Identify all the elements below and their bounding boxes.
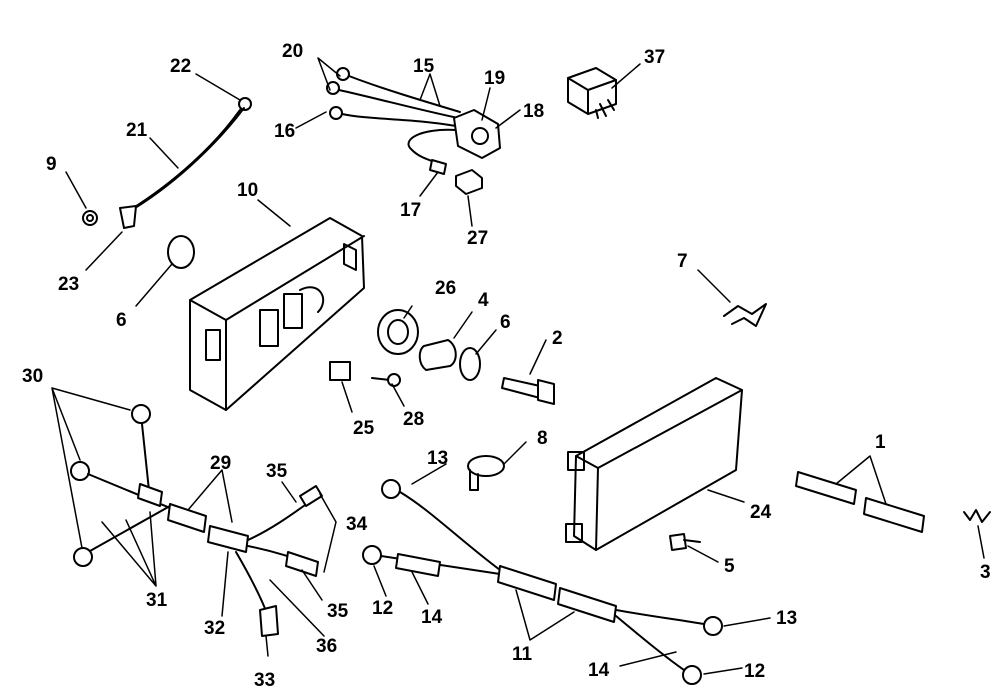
nut-part [82, 210, 98, 226]
hose-clamp-part [467, 455, 505, 491]
callout-6-right: 6 [500, 312, 511, 333]
left-harness-part [70, 404, 207, 567]
callout-32: 32 [204, 618, 225, 639]
callout-25: 25 [353, 418, 375, 439]
small-plate-part [329, 361, 351, 381]
callout-9: 9 [46, 154, 57, 175]
callout-13-top: 13 [427, 448, 448, 469]
callout-4: 4 [478, 290, 489, 311]
callout-8: 8 [537, 428, 548, 449]
callout-13-bottom: 13 [776, 608, 797, 629]
center-harness-part [207, 485, 323, 637]
bushing-part [377, 309, 419, 355]
callout-22: 22 [170, 56, 191, 77]
callout-6-left: 6 [116, 310, 127, 331]
sleeve-part [418, 339, 457, 371]
callout-17: 17 [400, 200, 421, 221]
leader-lines [51, 57, 985, 675]
callout-23: 23 [58, 274, 79, 295]
grommet-left-part [167, 235, 195, 269]
right-harness-part [362, 479, 723, 685]
callout-36: 36 [316, 636, 337, 657]
callout-28: 28 [403, 409, 424, 430]
callout-33: 33 [254, 670, 275, 691]
callout-labels: 37 20 15 19 18 16 17 27 22 21 9 10 23 6 … [22, 41, 991, 691]
upper-harness-part [326, 67, 501, 175]
callout-3: 3 [980, 562, 991, 583]
connector-block-part [455, 169, 483, 195]
callout-35-bottom: 35 [327, 601, 349, 622]
ground-strap-part [119, 97, 252, 229]
callout-21: 21 [126, 120, 148, 141]
callout-19: 19 [484, 68, 505, 89]
callout-14-left: 14 [421, 607, 443, 628]
callout-31: 31 [146, 590, 168, 611]
callout-2: 2 [552, 328, 563, 349]
relay-part [567, 67, 617, 119]
callout-11: 11 [512, 644, 533, 665]
small-clip-part [963, 509, 991, 523]
callout-14-bottom: 14 [588, 660, 610, 681]
callout-26: 26 [435, 278, 456, 299]
callout-27: 27 [467, 228, 488, 249]
washer-part [459, 347, 481, 381]
callout-34: 34 [346, 514, 368, 535]
callout-37: 37 [644, 47, 665, 68]
callout-12-left: 12 [372, 598, 393, 619]
nut-hole [86, 214, 94, 222]
callout-24: 24 [750, 502, 772, 523]
callout-7: 7 [677, 251, 688, 272]
callout-15: 15 [413, 56, 435, 77]
callout-1: 1 [875, 432, 886, 453]
tubes-part [795, 471, 925, 533]
module-part [565, 377, 743, 551]
callout-18: 18 [523, 101, 544, 122]
callout-10: 10 [237, 180, 258, 201]
callout-16: 16 [274, 121, 295, 142]
callout-29: 29 [210, 453, 231, 474]
bolt-part [501, 377, 555, 405]
callout-30: 30 [22, 366, 43, 387]
screw-5-part [669, 533, 701, 551]
housing-part [189, 217, 365, 411]
clip-part [723, 303, 767, 327]
callout-20: 20 [282, 41, 303, 62]
callout-12-bottom: 12 [744, 661, 765, 682]
callout-5: 5 [724, 556, 735, 577]
callout-35-top: 35 [266, 461, 288, 482]
screw-28-part [371, 373, 401, 387]
